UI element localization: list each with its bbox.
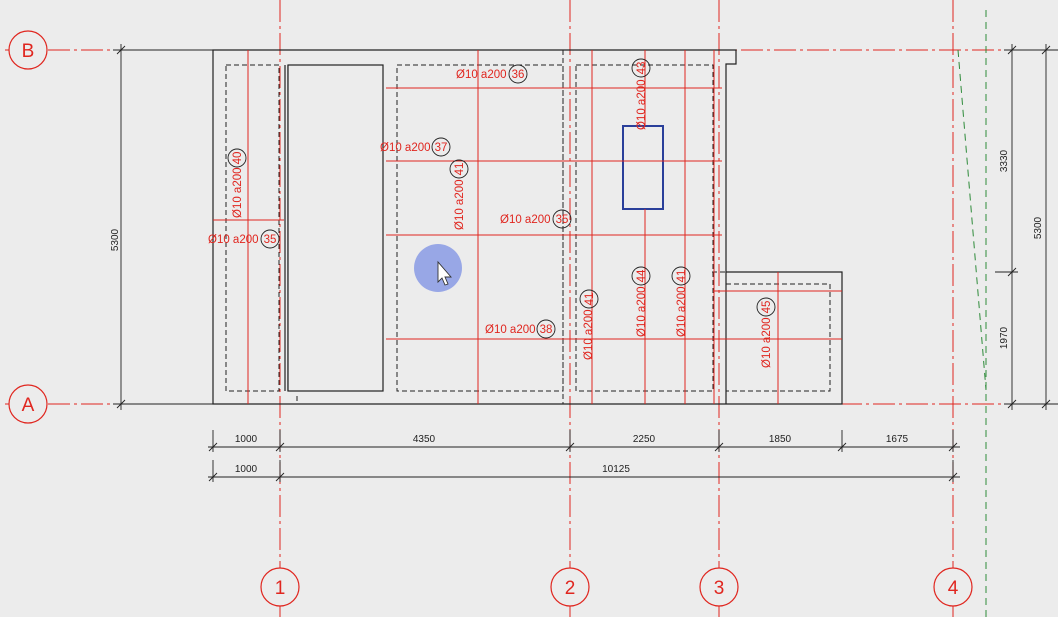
axis-label-a: A — [22, 395, 35, 416]
dim-row1-4: 1675 — [886, 434, 909, 445]
svg-text:43: 43 — [636, 62, 648, 75]
axis-bubble-b[interactable]: B — [5, 30, 48, 70]
axis-grid — [48, 0, 1058, 617]
dim-row1-3: 1850 — [769, 434, 792, 445]
svg-text:35: 35 — [556, 214, 569, 226]
dim-row2-1: 10125 — [602, 464, 630, 475]
rebar-label-38[interactable]: Ø10 a200 38 — [485, 319, 556, 339]
dim-row1-0: 1000 — [235, 434, 258, 445]
svg-text:44: 44 — [636, 269, 648, 282]
svg-text:37: 37 — [435, 142, 448, 154]
axis-bubble-4[interactable]: 4 — [933, 567, 973, 607]
rebar-label-40[interactable]: Ø10 a200 40 — [227, 148, 247, 218]
axis-bubble-3[interactable]: 3 — [699, 567, 739, 607]
svg-text:45: 45 — [761, 301, 773, 314]
axis-label-4: 4 — [948, 578, 959, 599]
svg-text:Ø10 a200: Ø10 a200 — [485, 324, 536, 336]
svg-text:Ø10 a200: Ø10 a200 — [761, 317, 773, 368]
cursor-arrow-icon — [437, 260, 452, 286]
svg-text:Ø10 a200: Ø10 a200 — [456, 69, 507, 81]
rebar-label-35-middle[interactable]: Ø10 a200 35 — [500, 209, 572, 229]
svg-text:36: 36 — [512, 69, 525, 81]
dim-row1-1: 4350 — [413, 434, 436, 445]
svg-text:Ø10 a200: Ø10 a200 — [583, 309, 595, 360]
rebar-label-36[interactable]: Ø10 a200 36 — [456, 64, 528, 84]
svg-text:41: 41 — [584, 293, 596, 306]
axis-bubble-1[interactable]: 1 — [260, 567, 300, 607]
svg-text:Ø10 a200: Ø10 a200 — [636, 286, 648, 337]
rebar-label-45[interactable]: Ø10 a200 45 — [756, 297, 776, 368]
axis-label-1: 1 — [275, 578, 286, 599]
axis-label-2: 2 — [565, 578, 576, 599]
rebar-label-35-left[interactable]: Ø10 a200 35 — [208, 229, 280, 249]
section-cut-line — [957, 10, 987, 617]
rebar-label-37[interactable]: Ø10 a200 37 — [380, 137, 451, 157]
dim-right-lower: 1970 — [999, 326, 1010, 349]
svg-text:Ø10 a200: Ø10 a200 — [636, 79, 648, 130]
dim-right-upper: 3330 — [999, 149, 1010, 172]
dim-row2-0: 1000 — [235, 464, 258, 475]
axis-label-b: B — [22, 41, 35, 62]
svg-text:41: 41 — [454, 163, 466, 176]
mouse-cursor — [414, 244, 462, 292]
rebar-label-41-right[interactable]: Ø10 a200 41 — [671, 266, 691, 337]
svg-text:40: 40 — [232, 152, 244, 165]
svg-text:Ø10 a200: Ø10 a200 — [208, 234, 259, 246]
svg-text:Ø10 a200: Ø10 a200 — [676, 286, 688, 337]
svg-text:Ø10 a200: Ø10 a200 — [454, 179, 466, 230]
axis-bubble-2[interactable]: 2 — [550, 567, 590, 607]
svg-text:Ø10 a200: Ø10 a200 — [500, 214, 551, 226]
dim-right-total: 5300 — [1033, 216, 1044, 239]
svg-text:35: 35 — [264, 234, 277, 246]
rebar-label-44[interactable]: Ø10 a200 44 — [631, 266, 651, 337]
floor-opening[interactable] — [622, 125, 664, 210]
svg-text:38: 38 — [540, 324, 553, 336]
rebar-label-41-left[interactable]: Ø10 a200 41 — [449, 159, 469, 230]
rebar-label-43[interactable]: Ø10 a200 43 — [631, 58, 651, 130]
rebar-label-41-middle[interactable]: Ø10 a200 41 — [579, 289, 599, 360]
shaft-opening[interactable] — [287, 64, 384, 392]
dim-row1-2: 2250 — [633, 434, 656, 445]
dimension-lines — [113, 44, 1058, 482]
svg-text:Ø10 a200: Ø10 a200 — [380, 142, 431, 154]
dim-left-height: 5300 — [110, 228, 121, 251]
axis-label-3: 3 — [714, 578, 725, 599]
axis-bubble-a[interactable]: A — [5, 384, 48, 424]
svg-text:41: 41 — [676, 270, 688, 283]
svg-text:Ø10 a200: Ø10 a200 — [232, 167, 244, 218]
rebar-lines — [213, 50, 842, 404]
